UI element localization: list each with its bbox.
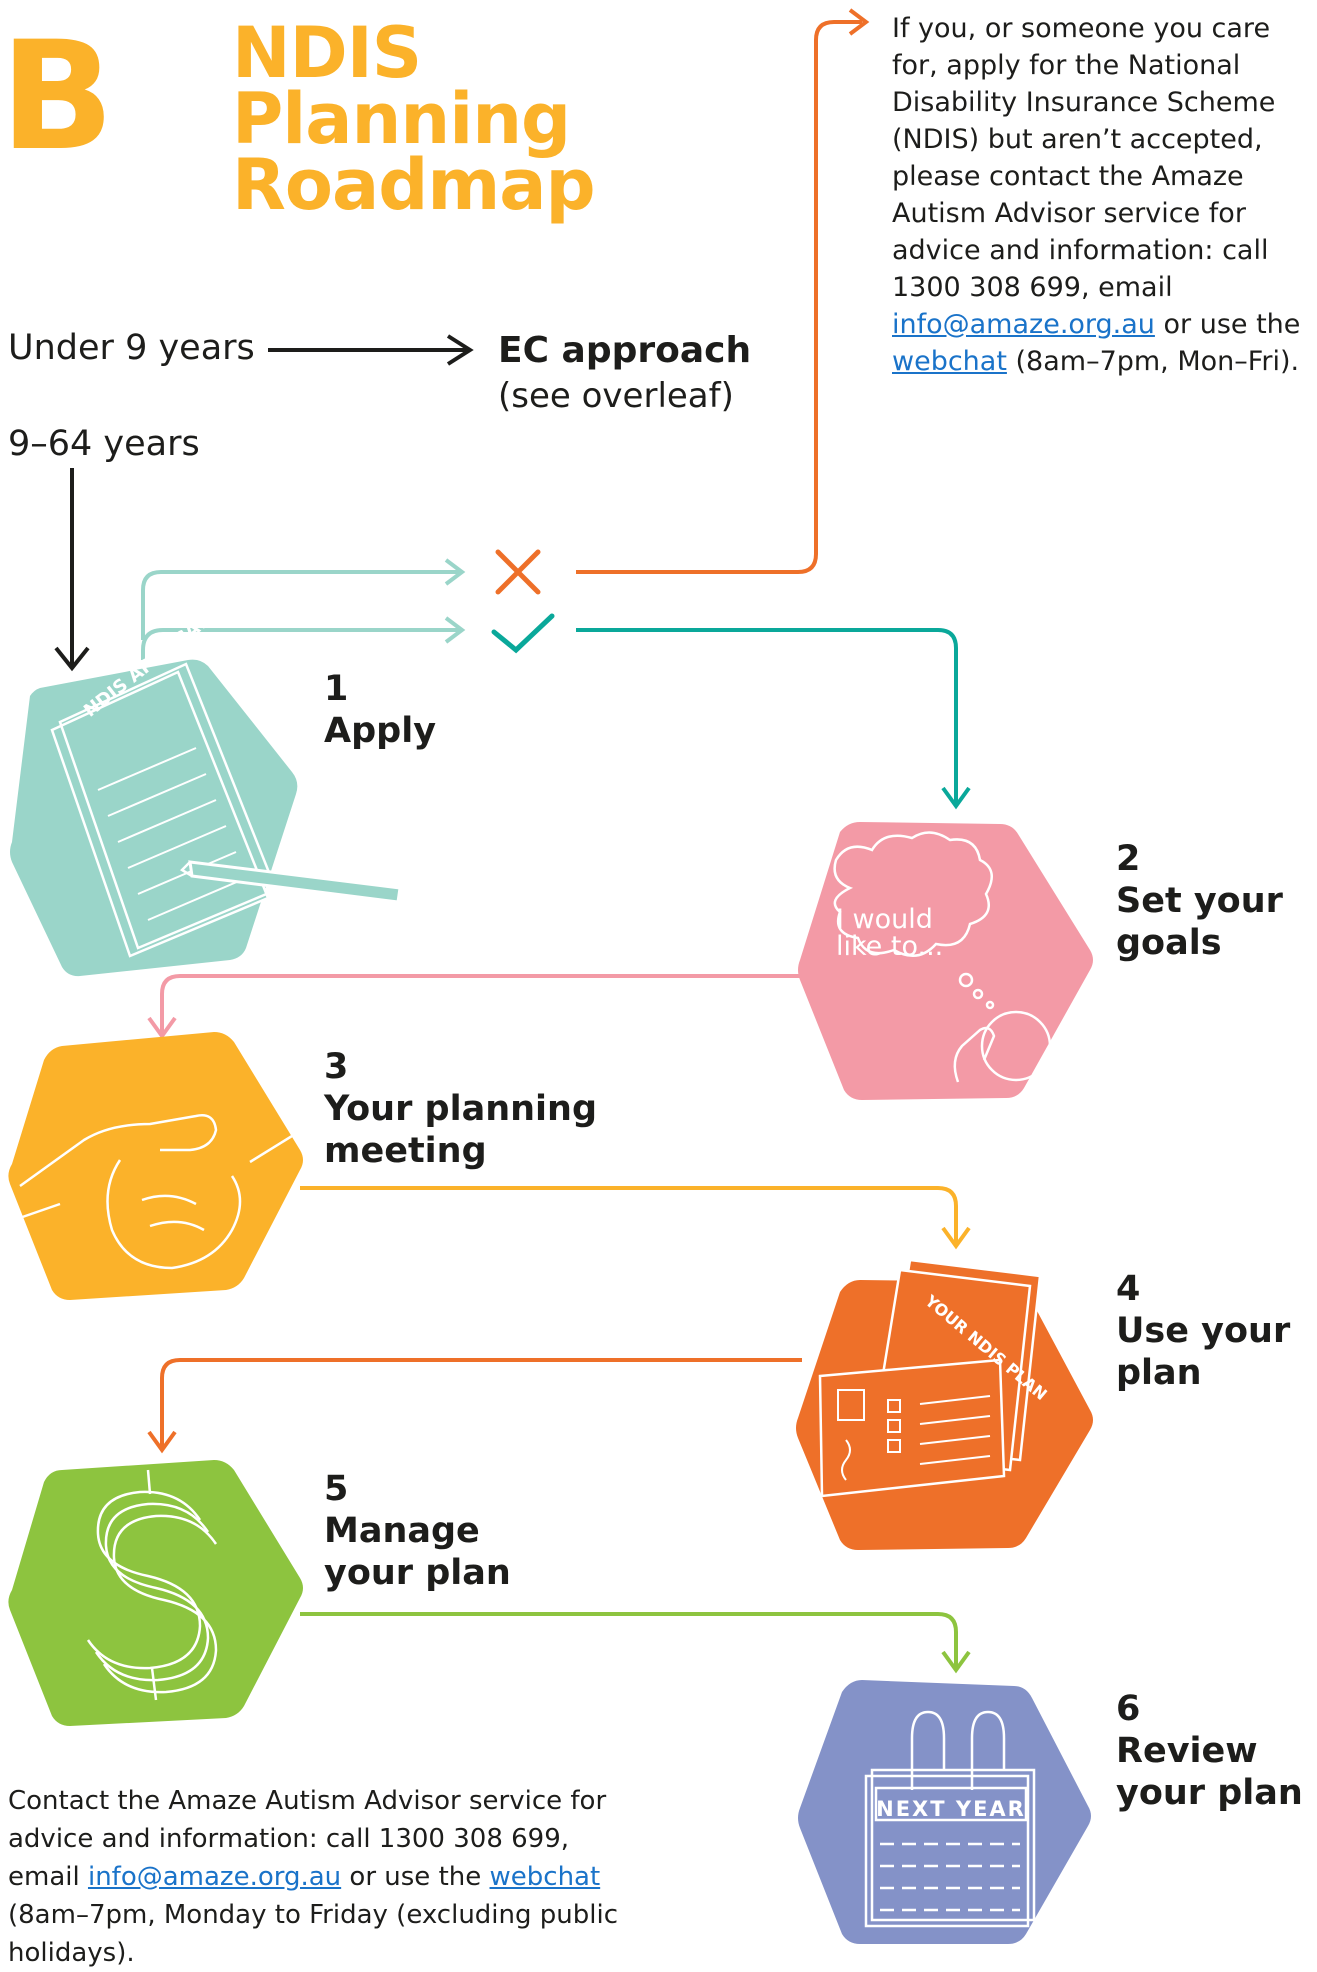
- contact-webchat-link[interactable]: webchat: [489, 1862, 601, 1892]
- arrow-icon: [147, 1430, 177, 1454]
- step-label: goals: [1116, 923, 1222, 963]
- step-label: meeting: [324, 1131, 487, 1171]
- branch-to-cross: [141, 570, 460, 640]
- title-line: Roadmap: [232, 144, 596, 226]
- step-use: 4 Use your plan: [1116, 1268, 1290, 1394]
- arrow-icon: [444, 616, 466, 644]
- calendar-illustration: [864, 1710, 1036, 1928]
- step-label: Review: [1116, 1731, 1258, 1771]
- step-label: your plan: [324, 1553, 511, 1593]
- page-title: NDIS Planning Roadmap: [232, 12, 652, 226]
- hexagon-goals: [798, 822, 1093, 1100]
- note-email-link[interactable]: info@amaze.org.au: [892, 309, 1155, 340]
- contact-text: Contact the Amaze Autism Advisor service…: [8, 1786, 607, 1892]
- age-9-64: 9–64 years: [8, 424, 200, 464]
- hexagon-meeting: [8, 1032, 304, 1300]
- manage-to-review-line: [300, 1612, 958, 1668]
- note-text: (8am–7pm, Mon–Fri).: [1006, 346, 1300, 377]
- step-label: Use your: [1116, 1311, 1291, 1351]
- step-number: 5: [324, 1469, 349, 1509]
- arrow-icon: [941, 1650, 971, 1674]
- hexagon-manage: [8, 1460, 304, 1726]
- contact-info: Contact the Amaze Autism Advisor service…: [8, 1782, 648, 1972]
- arrow-icon: [446, 334, 474, 366]
- calendar-label: NEXT YEAR: [876, 1797, 1026, 1821]
- title-line: NDIS: [232, 12, 422, 94]
- meeting-to-use-line: [300, 1186, 958, 1244]
- rejected-note: If you, or someone you care for, apply f…: [892, 10, 1312, 380]
- check-icon: [491, 613, 555, 654]
- title-line: Planning: [232, 78, 571, 160]
- step-label: Manage: [324, 1511, 480, 1551]
- step-label: your plan: [1116, 1773, 1303, 1813]
- ec-approach-title: EC approach: [498, 330, 752, 371]
- dollar-illustration: [86, 1469, 218, 1701]
- note-text: or use the: [1154, 309, 1301, 340]
- arrow-icon: [54, 646, 90, 672]
- step-number: 1: [324, 669, 349, 709]
- thought-bubble-text: I would like to...: [836, 904, 944, 962]
- step-label: Set your: [1116, 881, 1283, 921]
- arrow-icon: [848, 8, 870, 36]
- application-illustration: [50, 662, 402, 958]
- plan-illustration: [818, 1258, 1042, 1498]
- step-review: 6 Review your plan: [1116, 1688, 1303, 1814]
- step-number: 3: [324, 1047, 349, 1087]
- step-label: Your planning: [324, 1089, 598, 1129]
- arrow-icon: [941, 1226, 971, 1250]
- step-apply: 1 Apply: [324, 668, 436, 752]
- step-label: Apply: [324, 711, 437, 751]
- contact-text: or use the: [341, 1862, 490, 1892]
- step-number: 4: [1116, 1269, 1141, 1309]
- thought-illustration: [833, 831, 1052, 1083]
- step-goals: 2 Set your goals: [1116, 838, 1283, 964]
- goals-to-meeting-line: [160, 974, 802, 1034]
- step-number: 6: [1116, 1689, 1141, 1729]
- note-text: If you, or someone you care for, apply f…: [892, 13, 1276, 303]
- step-meeting: 3 Your planning meeting: [324, 1046, 597, 1172]
- contact-text: (8am–7pm, Monday to Friday (excluding pu…: [8, 1900, 618, 1968]
- rejected-arrow-line: [576, 20, 862, 574]
- contact-email-link[interactable]: info@amaze.org.au: [87, 1862, 342, 1892]
- section-letter: B: [0, 10, 114, 184]
- step-label: plan: [1116, 1353, 1202, 1393]
- cross-icon: [495, 549, 541, 595]
- arrow-icon: [444, 558, 466, 586]
- ec-approach-subtitle: (see overleaf): [498, 376, 734, 416]
- branch-to-check: [141, 628, 460, 660]
- step-number: 2: [1116, 839, 1141, 879]
- accepted-arrow-line: [576, 628, 958, 804]
- arrow-icon: [941, 786, 971, 810]
- arrow-icon: [147, 1016, 177, 1040]
- handshake-illustration: [7, 1114, 293, 1270]
- note-webchat-link[interactable]: webchat: [892, 346, 1007, 377]
- use-to-manage-line: [160, 1358, 802, 1448]
- step-manage: 5 Manage your plan: [324, 1468, 511, 1594]
- age-under-9: Under 9 years: [8, 328, 255, 368]
